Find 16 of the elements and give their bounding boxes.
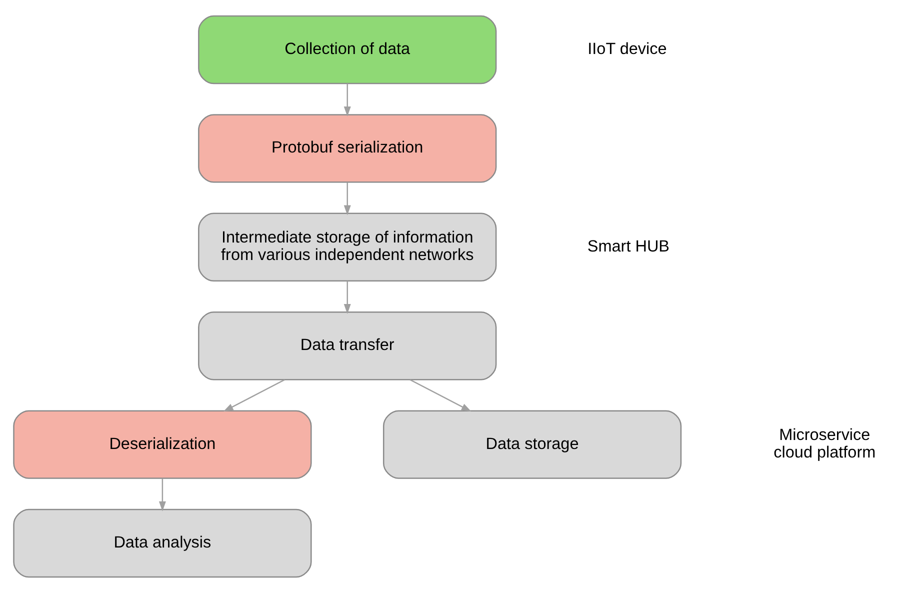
- label: Smart HUB: [587, 237, 670, 256]
- arrow: [344, 182, 351, 216]
- node-box: Protobuf serialization: [198, 114, 497, 183]
- node-box: Collection of data: [198, 15, 497, 84]
- arrow: [158, 478, 166, 512]
- node-box: Intermediate storage of information from various independent networks: [198, 212, 497, 282]
- arrow: [223, 379, 286, 412]
- arrow: [344, 280, 351, 314]
- label: Microservice cloud platform: [774, 426, 876, 462]
- node-box: Data transfer: [198, 312, 497, 380]
- node-box: Data storage: [382, 410, 682, 479]
- node-box: Data analysis: [13, 508, 312, 578]
- node-box: Deserialization: [13, 410, 312, 479]
- arrow: [410, 379, 472, 412]
- arrow: [344, 84, 351, 117]
- label: IIoT device: [588, 40, 667, 58]
